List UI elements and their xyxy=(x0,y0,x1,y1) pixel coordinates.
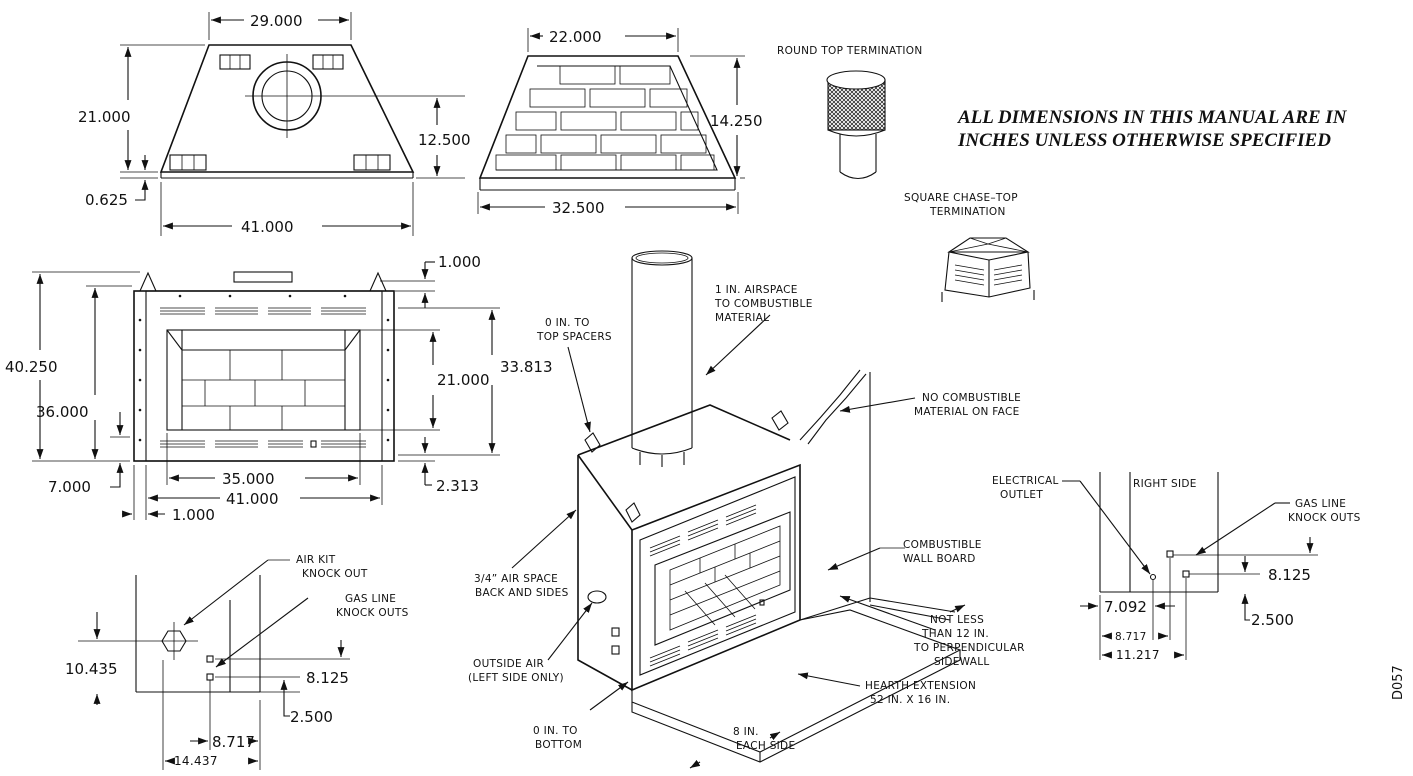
top-spacers-label-1: 0 IN. TO xyxy=(545,317,590,329)
left-gas-line-label-1: GAS LINE xyxy=(345,593,396,605)
left-side-view: AIR KIT KNOCK OUT GAS LINE KNOCK OUTS 10… xyxy=(65,554,409,770)
round-top-label: ROUND TOP TERMINATION xyxy=(777,45,923,57)
base-label: 0.625 xyxy=(85,191,128,209)
front-opening-height-label: 21.000 xyxy=(437,371,490,389)
not-less-label-3: TO PERPENDICULAR xyxy=(913,642,1025,654)
front-height-label: 36.000 xyxy=(36,403,89,421)
left-gas-low-label: 2.500 xyxy=(290,708,333,726)
outside-air-label-2: (LEFT SIDE ONLY) xyxy=(468,672,564,684)
right-side-view: RIGHT SIDE ELECTRICAL OUTLET GAS LINE KN… xyxy=(992,472,1361,662)
top-spacers-label-2: TOP SPACERS xyxy=(536,331,612,343)
square-chase-termination: SQUARE CHASE–TOP TERMINATION xyxy=(904,192,1035,302)
isometric-view: 1 IN. AIRSPACE TO COMBUSTIBLE MATERIAL 0… xyxy=(468,250,1025,769)
front-base-left-label: 7.000 xyxy=(48,478,91,496)
square-top-label-2: TERMINATION xyxy=(929,206,1006,218)
hearth-label-2: 52 IN. X 16 IN. xyxy=(870,694,950,706)
outside-air-label-1: OUTSIDE AIR xyxy=(473,658,544,670)
wall-board-label-2: WALL BOARD xyxy=(903,553,976,565)
air-space-back-label-2: BACK AND SIDES xyxy=(475,587,569,599)
air-space-back-label-1: 3/4” AIR SPACE xyxy=(474,573,558,585)
hearth-label-1: HEARTH EXTENSION xyxy=(865,680,976,692)
note-line-2: INCHES UNLESS OTHERWISE SPECIFIED xyxy=(957,130,1331,151)
drawing-code: D057 xyxy=(1391,665,1406,700)
right-gas-line-label-2: KNOCK OUTS xyxy=(1288,512,1361,524)
right-gas-x-label: 8.717 xyxy=(1115,631,1147,643)
right-offset-label: 7.092 xyxy=(1104,598,1147,616)
flue-label: 12.500 xyxy=(418,131,471,149)
front-opening-width-label: 35.000 xyxy=(222,470,275,488)
right-side-label: RIGHT SIDE xyxy=(1133,478,1197,490)
electrical-label-1: ELECTRICAL xyxy=(992,475,1059,487)
front-overall-height-label: 40.250 xyxy=(5,358,58,376)
top-view: 29.000 21.000 0.625 12.500 41.000 xyxy=(78,12,471,236)
each-side-label-1: 8 IN. xyxy=(733,726,759,738)
front-view: 1.000 40.250 36.000 7.000 21.000 33.813 … xyxy=(5,253,553,524)
front-width-label: 41.000 xyxy=(226,490,279,508)
top-width-label: 29.000 xyxy=(250,12,303,30)
each-side-label-2: EACH SIDE xyxy=(736,740,795,752)
bottom-label-2: BOTTOM xyxy=(535,739,582,751)
electrical-label-2: OUTLET xyxy=(1000,489,1043,501)
brick-top-label: 22.000 xyxy=(549,28,602,46)
not-less-label-4: SIDEWALL xyxy=(934,656,990,668)
no-combustible-label-1: NO COMBUSTIBLE xyxy=(922,392,1021,404)
not-less-label-2: THAN 12 IN. xyxy=(921,628,989,640)
bottom-label-1: 0 IN. TO xyxy=(533,725,578,737)
left-gas-x2-label: 14.437 xyxy=(174,754,218,768)
left-gas-line-label-2: KNOCK OUTS xyxy=(336,607,409,619)
round-top-termination: ROUND TOP TERMINATION xyxy=(777,45,923,180)
right-gas-height-label: 8.125 xyxy=(1268,566,1311,584)
square-top-label-1: SQUARE CHASE–TOP xyxy=(904,192,1018,204)
left-gas-x-label: 8.717 xyxy=(212,733,255,751)
air-kit-label-2: KNOCK OUT xyxy=(302,568,368,580)
air-kit-label-1: AIR KIT xyxy=(296,554,336,566)
not-less-label-1: NOT LESS xyxy=(930,614,984,626)
brick-height-label: 14.250 xyxy=(710,112,763,130)
airspace-label-3: MATERIAL xyxy=(715,312,769,324)
note-line-1: ALL DIMENSIONS IN THIS MANUAL ARE IN xyxy=(957,107,1348,128)
right-gas-low-label: 2.500 xyxy=(1251,611,1294,629)
wall-board-label-1: COMBUSTIBLE xyxy=(903,539,982,551)
dimensions-note: ALL DIMENSIONS IN THIS MANUAL ARE IN INC… xyxy=(957,107,1348,151)
left-height-label: 10.435 xyxy=(65,660,118,678)
right-gas-line-label-1: GAS LINE xyxy=(1295,498,1346,510)
front-side-offset-label: 1.000 xyxy=(172,506,215,524)
airspace-label-2: TO COMBUSTIBLE xyxy=(714,298,813,310)
brick-view: 22.000 14.250 32.500 xyxy=(477,28,763,217)
top-height-label: 21.000 xyxy=(78,108,131,126)
brick-bottom-label: 32.500 xyxy=(552,199,605,217)
bottom-width-label: 41.000 xyxy=(241,218,294,236)
airspace-label-1: 1 IN. AIRSPACE xyxy=(715,284,798,296)
right-gas-x2-label: 11.217 xyxy=(1116,648,1160,662)
front-top-offset-label: 1.000 xyxy=(438,253,481,271)
left-gas-height-label: 8.125 xyxy=(306,669,349,687)
front-height-right-label: 33.813 xyxy=(500,358,553,376)
front-base-right-label: 2.313 xyxy=(436,477,479,495)
no-combustible-label-2: MATERIAL ON FACE xyxy=(914,406,1020,418)
